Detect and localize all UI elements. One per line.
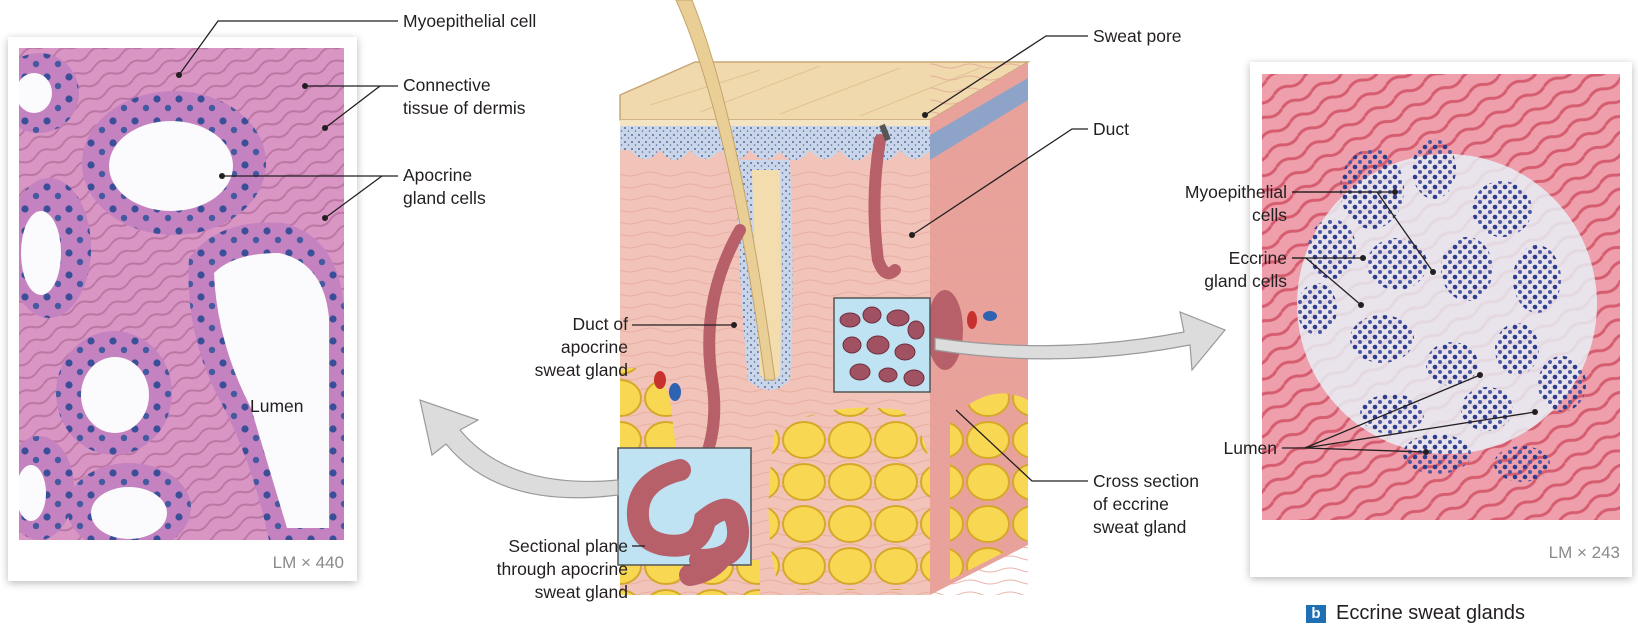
label-sweat-pore: Sweat pore	[1093, 25, 1182, 48]
label-cross-section-line2: of eccrine	[1093, 493, 1199, 516]
label-sectional-plane-line2: through apocrine	[497, 558, 628, 581]
label-myoepithelial-cell: Myoepithelial cell	[403, 10, 536, 33]
eccrine-micrograph-panel: LM × 243	[1250, 62, 1632, 577]
apocrine-micrograph-image	[19, 48, 344, 540]
figure-caption: b Eccrine sweat glands	[1306, 602, 1525, 625]
magnification-right: LM × 243	[1549, 543, 1620, 563]
caption-text: Eccrine sweat glands	[1336, 602, 1525, 625]
label-lumen-left: Lumen	[250, 395, 304, 418]
label-duct-of-apocrine: Duct of apocrine sweat gland	[535, 313, 628, 382]
label-duct-of-apocrine-line2: apocrine	[535, 336, 628, 359]
label-sectional-plane-line1: Sectional plane	[497, 535, 628, 558]
label-lumen-right: Lumen	[1223, 437, 1277, 460]
label-cross-section-line1: Cross section	[1093, 470, 1199, 493]
skin-block-illustration	[600, 0, 1050, 621]
label-sectional-plane-line3: sweat gland	[497, 581, 628, 604]
label-eccrine-gland-cells: Eccrine gland cells	[1204, 247, 1287, 293]
label-myoepithelial-cells-line2: cells	[1185, 204, 1287, 227]
label-eccrine-gland-cells-line1: Eccrine	[1204, 247, 1287, 270]
label-apocrine-gland-cells-line2: gland cells	[403, 187, 486, 210]
label-connective-tissue-line1: Connective	[403, 74, 526, 97]
label-connective-tissue: Connective tissue of dermis	[403, 74, 526, 120]
label-cross-section: Cross section of eccrine sweat gland	[1093, 470, 1199, 539]
label-myoepithelial-cells: Myoepithelial cells	[1185, 181, 1287, 227]
label-duct-of-apocrine-line3: sweat gland	[535, 359, 628, 382]
label-duct: Duct	[1093, 118, 1129, 141]
apocrine-micrograph-panel: LM × 440	[8, 37, 357, 581]
label-duct-of-apocrine-line1: Duct of	[535, 313, 628, 336]
label-connective-tissue-line2: tissue of dermis	[403, 97, 526, 120]
label-apocrine-gland-cells: Apocrine gland cells	[403, 164, 486, 210]
label-sectional-plane: Sectional plane through apocrine sweat g…	[497, 535, 628, 604]
label-cross-section-line3: sweat gland	[1093, 516, 1199, 539]
label-apocrine-gland-cells-line1: Apocrine	[403, 164, 486, 187]
magnification-left: LM × 440	[273, 553, 344, 573]
eccrine-micrograph-image	[1262, 74, 1620, 520]
label-myoepithelial-cells-line1: Myoepithelial	[1185, 181, 1287, 204]
label-eccrine-gland-cells-line2: gland cells	[1204, 270, 1287, 293]
caption-badge: b	[1306, 605, 1326, 623]
